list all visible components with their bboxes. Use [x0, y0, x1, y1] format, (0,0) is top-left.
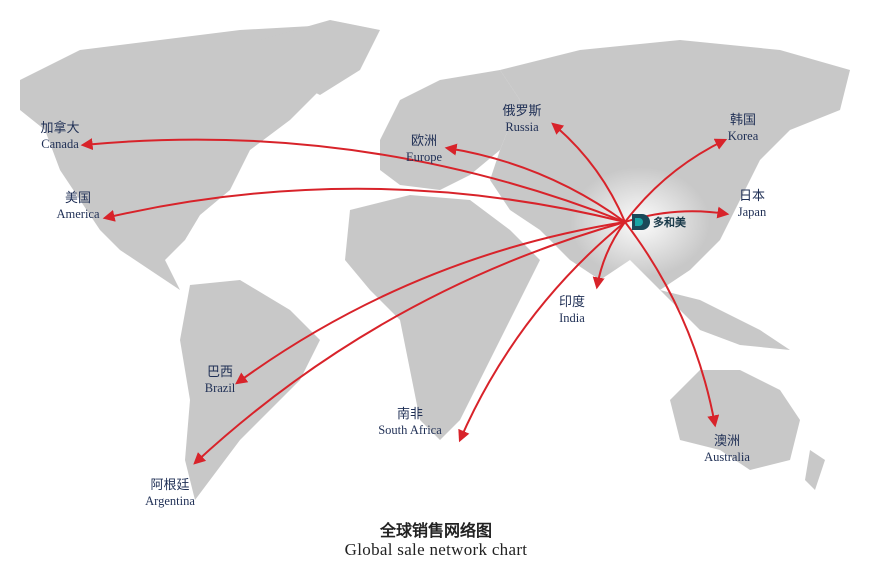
- arrow-to-brazil: [235, 221, 626, 385]
- logo-text: 多和美: [653, 216, 686, 229]
- label-en: India: [559, 310, 585, 325]
- arrow-to-russia: [551, 122, 626, 223]
- arrows: [80, 122, 730, 465]
- label-zh: 韩国: [729, 113, 757, 128]
- arrow-to-india: [592, 221, 626, 290]
- label-zh: 欧洲: [410, 134, 438, 149]
- label-en: Australia: [704, 449, 750, 464]
- arrow-to-canada: [80, 138, 626, 223]
- label-zh: 南非: [396, 407, 424, 422]
- label-en: Canada: [41, 136, 79, 151]
- label-en: Korea: [727, 128, 759, 143]
- south-america: [180, 280, 320, 500]
- arrow-to-argentina: [193, 221, 626, 465]
- arrow-to-europe: [444, 143, 626, 223]
- arrow-to-america: [102, 187, 626, 223]
- label-zh: 澳洲: [713, 434, 741, 449]
- label-zh: 俄罗斯: [502, 104, 542, 119]
- greenland: [260, 20, 380, 95]
- arrow-to-korea: [624, 138, 728, 223]
- label-en: America: [56, 206, 100, 221]
- label-zh: 阿根廷: [150, 478, 190, 493]
- africa: [345, 195, 540, 440]
- company-logo: 多和美: [632, 214, 686, 230]
- arrow-to-south-africa: [458, 221, 626, 443]
- label-en: Brazil: [204, 380, 236, 395]
- label-zh: 加拿大: [40, 121, 80, 136]
- label-en: Europe: [405, 149, 443, 164]
- label-zh: 美国: [64, 191, 91, 206]
- north-america: [20, 25, 360, 290]
- label-zh: 巴西: [206, 365, 234, 380]
- southeast-asia: [660, 290, 790, 350]
- logo-mark-icon: [632, 214, 650, 230]
- chart-title-en: Global sale network chart: [344, 540, 528, 559]
- label-en: South Africa: [378, 422, 442, 437]
- label-en: Japan: [737, 204, 767, 219]
- label-en: Russia: [505, 119, 539, 134]
- label-zh: 印度: [558, 295, 586, 310]
- chart-title-zh: 全球销售网络图: [379, 521, 492, 540]
- label-en: Argentina: [145, 493, 195, 508]
- australia: [670, 370, 800, 470]
- label-zh: 日本: [738, 189, 765, 204]
- new-zealand: [805, 450, 825, 490]
- arrow-to-australia: [624, 221, 720, 428]
